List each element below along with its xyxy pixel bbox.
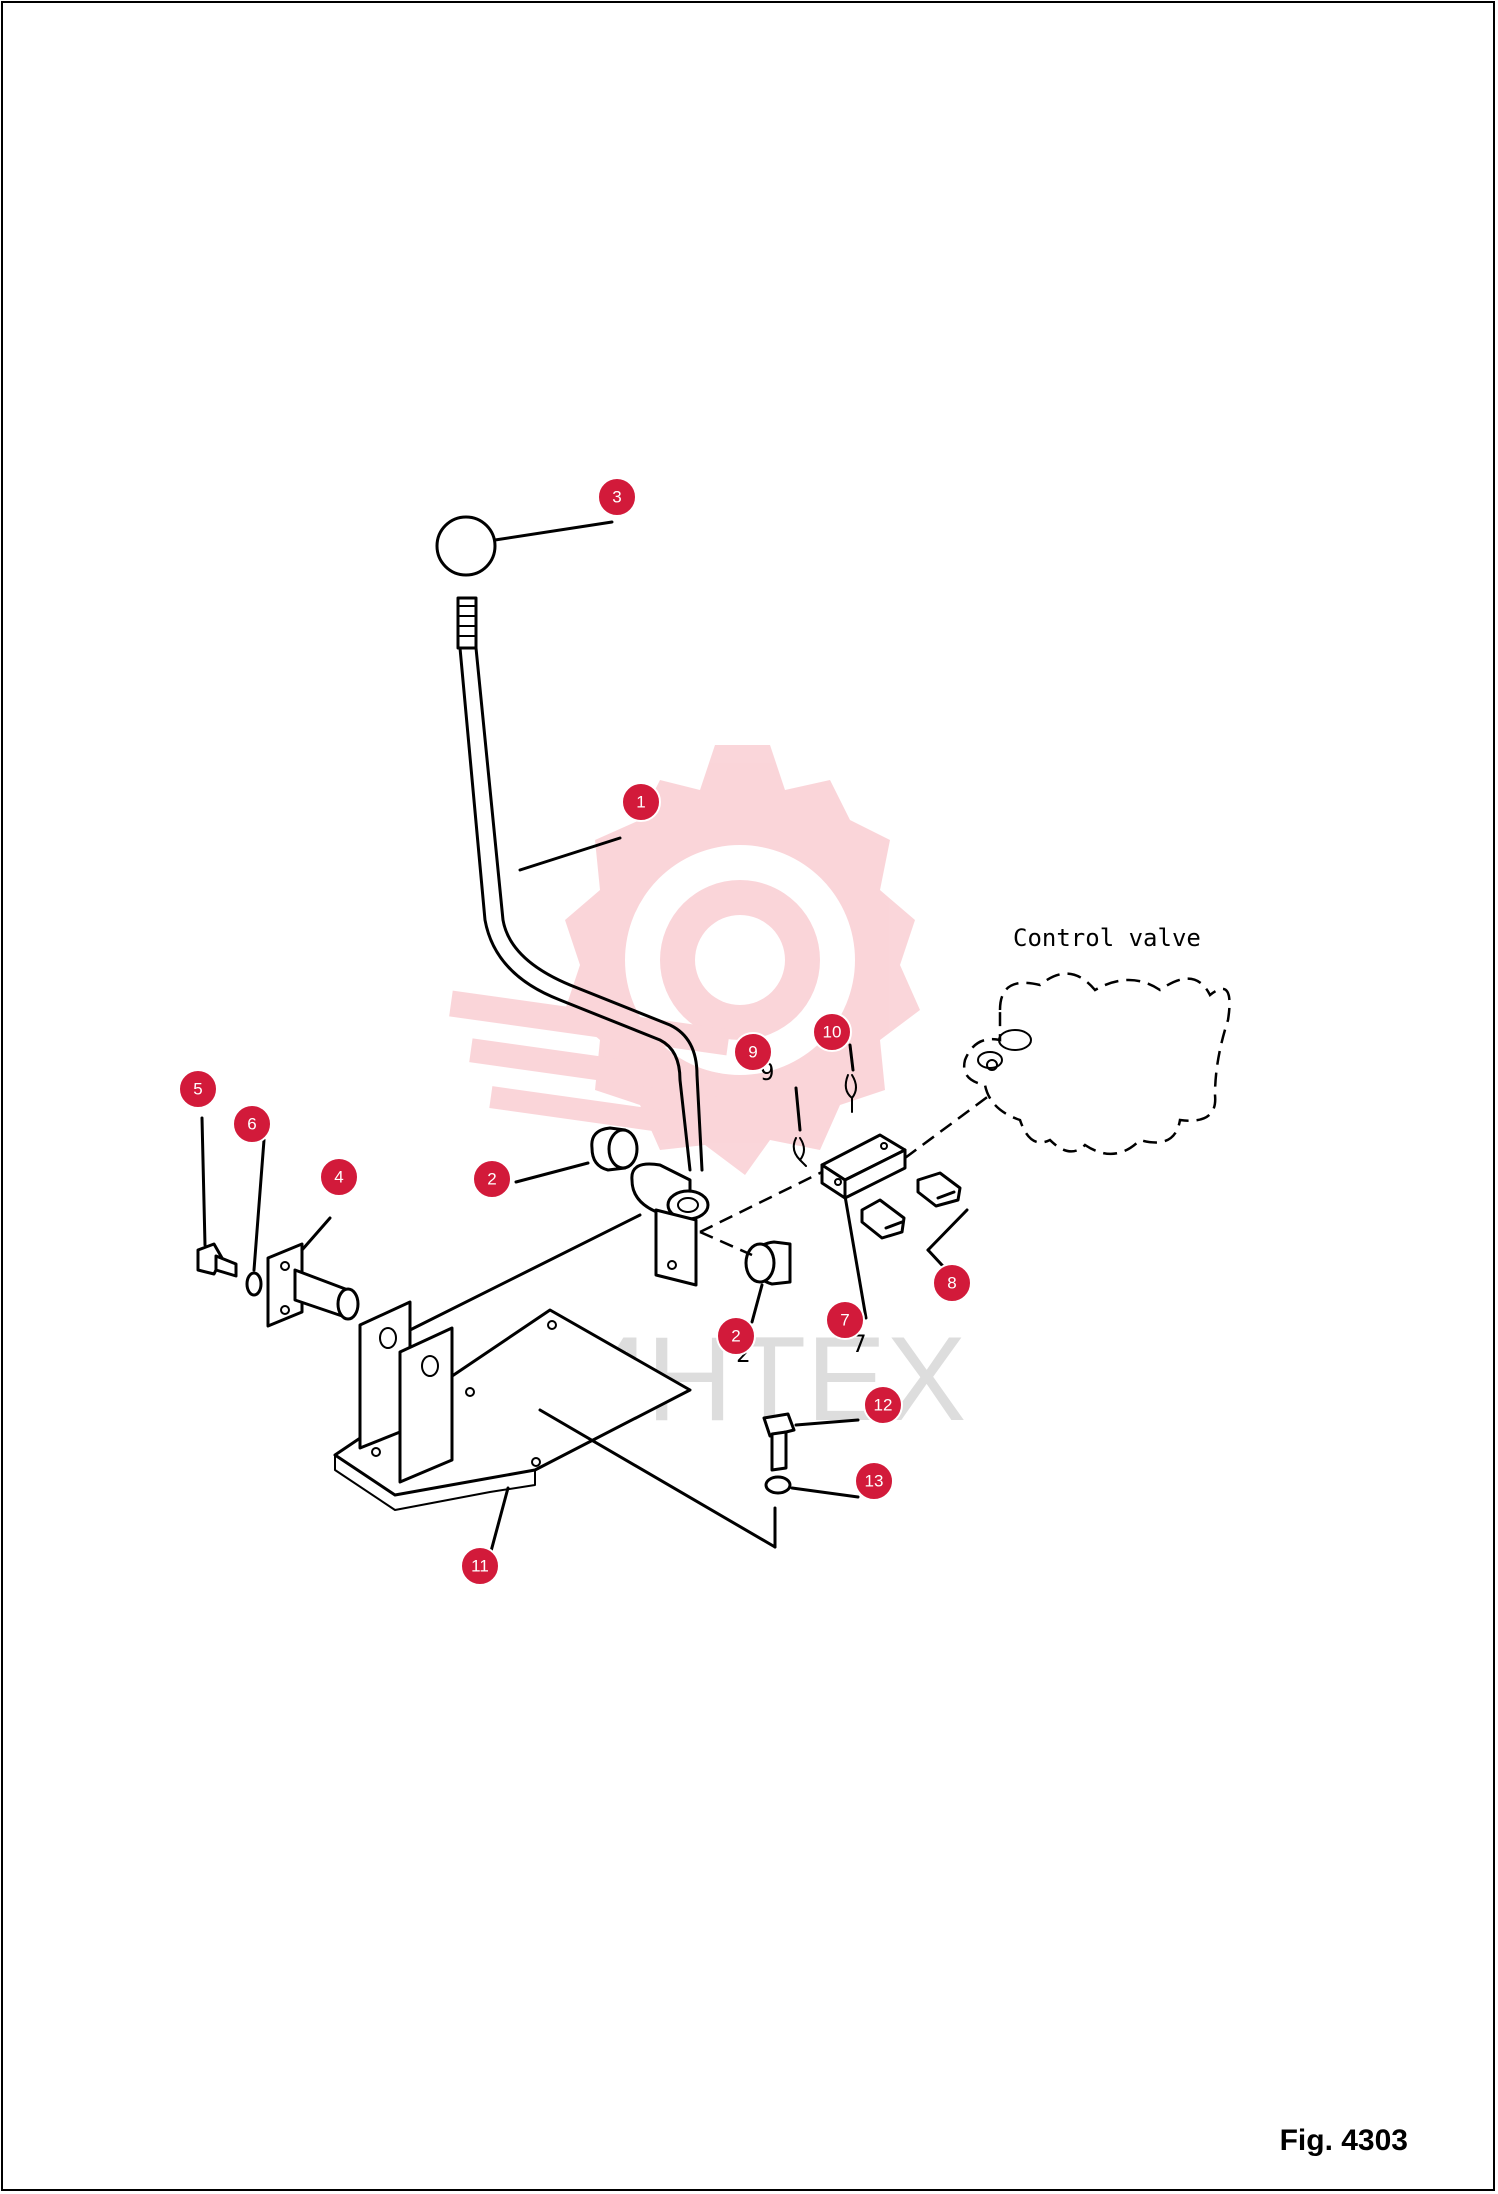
svg-text:12: 12	[874, 1396, 893, 1415]
bushing-lower	[744, 1240, 792, 1286]
callout-10[interactable]: 10	[812, 1012, 852, 1052]
callout-2-upper[interactable]: 2	[472, 1159, 512, 1199]
bushing-upper	[590, 1126, 639, 1172]
lever	[456, 596, 704, 1172]
watermark-logo	[449, 745, 920, 1175]
bolt-12	[762, 1412, 796, 1472]
callout-1[interactable]: 1	[621, 782, 661, 822]
svg-text:11: 11	[471, 1557, 489, 1576]
callout-2-lower[interactable]: 2	[716, 1316, 756, 1356]
callout-7[interactable]: 7	[825, 1300, 865, 1340]
pin-9	[792, 1137, 807, 1167]
callout-9[interactable]: 9	[733, 1032, 773, 1072]
washer-13	[764, 1475, 792, 1495]
mounting-bracket	[333, 1300, 692, 1511]
callout-4[interactable]: 4	[319, 1157, 359, 1197]
callout-13[interactable]: 13	[854, 1461, 894, 1501]
callout-11[interactable]: 11	[460, 1546, 500, 1586]
callout-12[interactable]: 12	[863, 1385, 903, 1425]
watermark-gear-icon	[565, 745, 920, 1175]
knob	[435, 515, 497, 577]
connecting-block	[820, 1133, 907, 1200]
svg-text:6: 6	[247, 1115, 256, 1134]
svg-text:2: 2	[731, 1327, 740, 1346]
pivot-shaft	[266, 1242, 360, 1328]
callout-6[interactable]: 6	[232, 1104, 272, 1144]
svg-text:7: 7	[840, 1311, 849, 1330]
bolt-8b	[860, 1198, 906, 1240]
pin-10	[844, 1074, 857, 1113]
callout-8[interactable]: 8	[932, 1263, 972, 1303]
svg-text:3: 3	[612, 488, 621, 507]
svg-text:2: 2	[487, 1170, 496, 1189]
svg-text:13: 13	[865, 1472, 884, 1491]
svg-text:9: 9	[748, 1043, 757, 1062]
orig-num-7: 7	[852, 1330, 866, 1358]
callout-5[interactable]: 5	[178, 1069, 218, 1109]
figure-label: Fig. 4303	[1279, 2124, 1408, 2157]
lever-hub	[630, 1162, 710, 1287]
washer-6	[245, 1271, 263, 1297]
bolt-5	[196, 1242, 238, 1278]
svg-text:1: 1	[636, 793, 645, 812]
callout-3[interactable]: 3	[597, 477, 637, 517]
svg-text:5: 5	[193, 1080, 202, 1099]
svg-text:4: 4	[334, 1168, 343, 1187]
control-valve-label: Control valve	[1013, 924, 1201, 952]
svg-text:10: 10	[823, 1023, 842, 1042]
bolt-8a	[916, 1171, 962, 1208]
control-valve	[962, 972, 1231, 1156]
svg-text:8: 8	[947, 1274, 956, 1293]
